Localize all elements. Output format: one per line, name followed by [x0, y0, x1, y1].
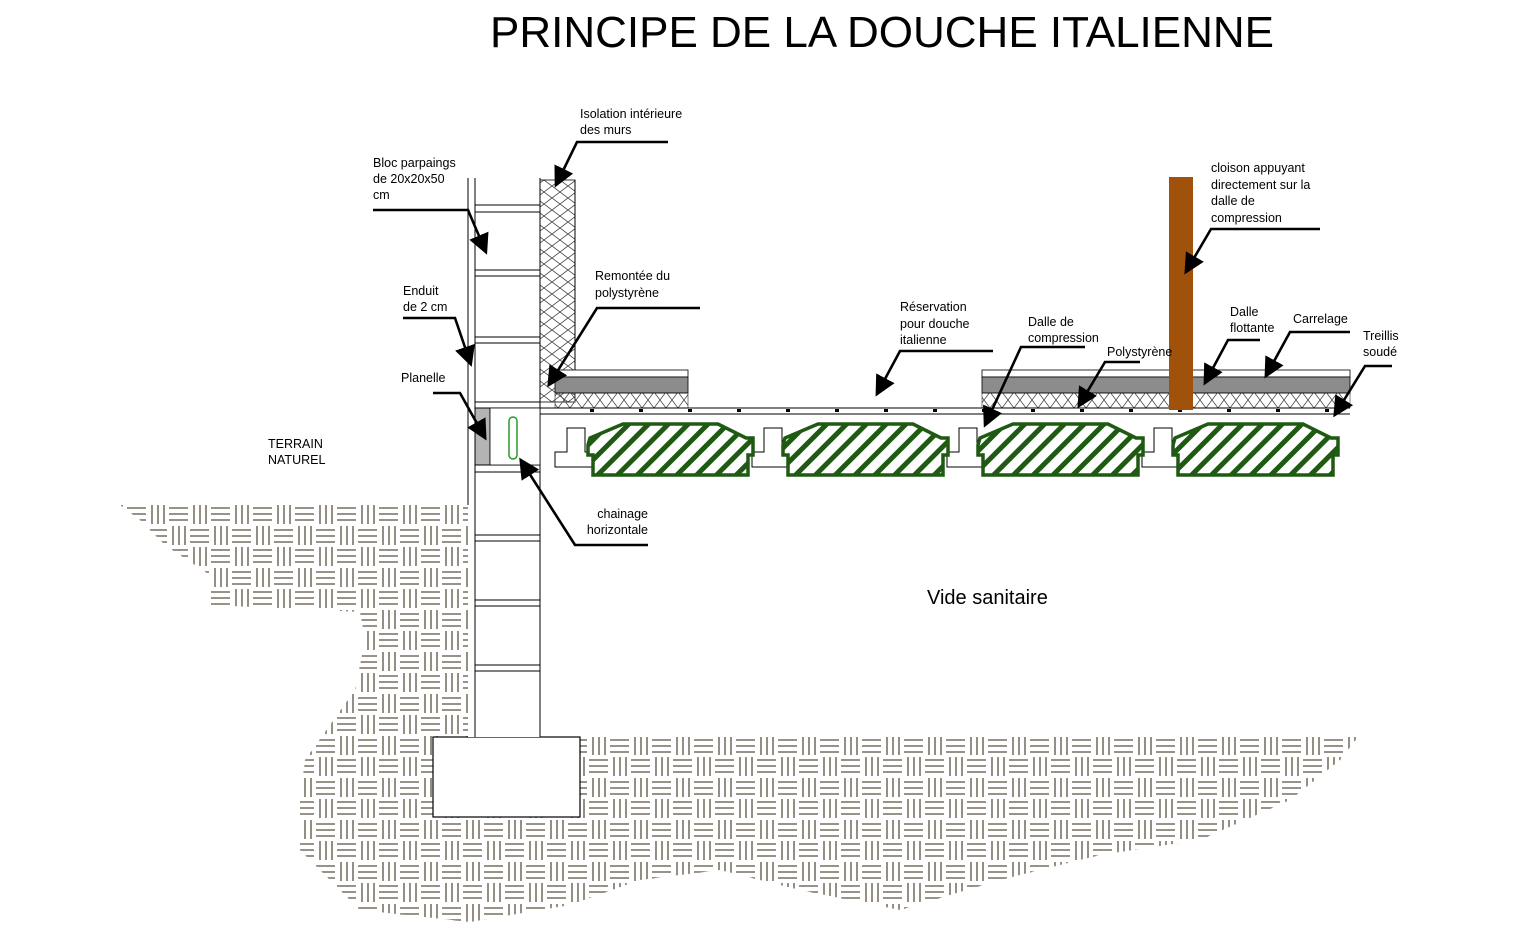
hourdis-block: [976, 422, 1145, 477]
label-isolation: des murs: [580, 123, 631, 137]
mesh-bar: [1178, 409, 1182, 412]
label-dalle-compression: Dalle de: [1028, 315, 1074, 329]
mesh-bar: [639, 409, 643, 412]
label-treillis: soudé: [1363, 345, 1397, 359]
label-cloison: directement sur la: [1211, 178, 1310, 192]
label-bloc: cm: [373, 188, 390, 202]
label-carrelage: Carrelage: [1293, 312, 1348, 326]
label-reservation: Réservation: [900, 300, 967, 314]
diagram-title: PRINCIPE DE LA DOUCHE ITALIENNE: [490, 8, 1274, 57]
label-dalle-flottante: flottante: [1230, 321, 1275, 335]
label-dalle-compression: compression: [1028, 331, 1099, 345]
compression-slab: [540, 407, 1350, 415]
floor-blocks: [554, 422, 1340, 477]
label-enduit: Enduit: [403, 284, 439, 298]
label-remontee: Remontée du: [595, 269, 670, 283]
mesh-bar: [982, 409, 986, 412]
label-reservation: pour douche: [900, 317, 970, 331]
label-chainage: chainage: [597, 507, 648, 521]
label-chainage: horizontale: [587, 523, 648, 537]
partition-cloison: [1169, 177, 1193, 410]
leader-lines: [373, 140, 1392, 547]
label-bloc: de 20x20x50: [373, 172, 445, 186]
label-planelle: Planelle: [401, 371, 446, 385]
label-enduit: de 2 cm: [403, 300, 447, 314]
mesh-bar: [737, 409, 741, 412]
mesh-bar: [1276, 409, 1280, 412]
label-bloc: Bloc parpaings: [373, 156, 456, 170]
mesh-bar: [1325, 409, 1329, 412]
mesh-bar: [786, 409, 790, 412]
label-terrain: NATUREL: [268, 453, 325, 467]
hourdis-block: [586, 422, 755, 477]
label-cloison: compression: [1211, 211, 1282, 225]
footing: [432, 736, 581, 818]
mesh-bar: [590, 409, 594, 412]
floor-right: [981, 369, 1351, 409]
mesh-bar: [933, 409, 937, 412]
soil-terrain: [120, 505, 1358, 922]
label-treillis: Treillis: [1363, 329, 1399, 343]
label-remontee: polystyrène: [595, 286, 659, 300]
floor-left: [554, 369, 689, 409]
welded-mesh: [590, 409, 1329, 412]
planelle: [474, 407, 491, 466]
label-dalle-flottante: Dalle: [1230, 305, 1259, 319]
label-vide-sanitaire: Vide sanitaire: [927, 587, 1048, 609]
horizontal-chaining: [489, 407, 541, 466]
mesh-bar: [1129, 409, 1133, 412]
hourdis-block: [781, 422, 950, 477]
label-cloison: cloison appuyant: [1211, 161, 1305, 175]
label-isolation: Isolation intérieure: [580, 107, 682, 121]
label-reservation: italienne: [900, 333, 947, 347]
rebar-stirrup: [508, 416, 518, 460]
label-terrain: TERRAIN: [268, 437, 323, 451]
mesh-bar: [884, 409, 888, 412]
label-polystyrene: Polystyrène: [1107, 345, 1172, 359]
mesh-bar: [835, 409, 839, 412]
label-cloison: dalle de: [1211, 194, 1255, 208]
labels: Isolation intérieure des murs Bloc parpa…: [268, 107, 1399, 609]
mesh-bar: [1031, 409, 1035, 412]
hourdis-block: [1171, 422, 1340, 477]
mesh-bar: [688, 409, 692, 412]
mesh-bar: [1080, 409, 1084, 412]
mesh-bar: [1227, 409, 1231, 412]
